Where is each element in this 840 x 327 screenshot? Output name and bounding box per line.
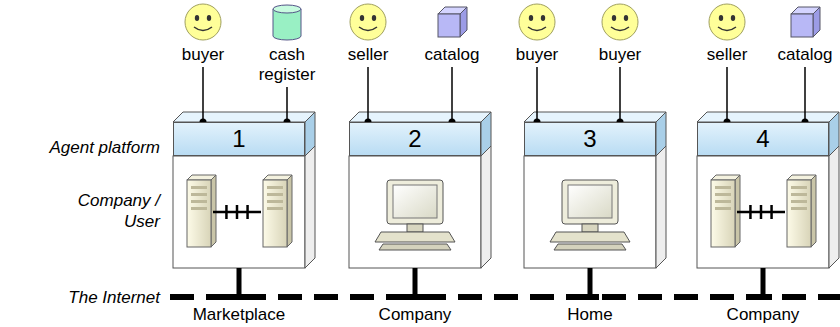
row-label: Agent platform xyxy=(20,137,160,158)
agent-label: buyer xyxy=(588,45,652,65)
server-tower xyxy=(787,175,816,247)
company-box xyxy=(349,156,481,268)
catalog-cube: catalog xyxy=(419,2,485,65)
catalog-cube: catalog xyxy=(773,2,837,65)
company-box-side xyxy=(656,146,666,268)
platform-number: 1 xyxy=(232,125,245,153)
agent-connector xyxy=(724,67,731,126)
agent-icon xyxy=(707,2,747,42)
location-label: Company xyxy=(698,304,828,325)
cash-register-cylinder: cash register xyxy=(249,2,325,85)
agent-label: seller xyxy=(695,45,759,65)
company-box-side xyxy=(481,146,491,268)
company-box-side xyxy=(829,146,839,268)
location-label: Home xyxy=(525,304,655,325)
platform-box-art xyxy=(524,112,666,300)
agent-smiley: buyer xyxy=(505,2,569,65)
agent-label: cash register xyxy=(249,45,325,85)
lan-tick xyxy=(236,205,239,219)
platform-box-art xyxy=(173,112,315,300)
platform-box-art xyxy=(349,112,491,300)
agent-smiley: buyer xyxy=(588,2,652,65)
company-box xyxy=(173,156,305,268)
internet-dashed-line xyxy=(170,294,840,300)
agent-platform: 1 xyxy=(173,122,305,156)
row-label: The Internet xyxy=(20,287,160,308)
company-box xyxy=(697,156,829,268)
network-stem xyxy=(237,268,242,297)
lan-tick xyxy=(760,205,763,219)
agent-connector xyxy=(365,67,372,126)
agent-icon xyxy=(600,2,640,42)
agent-connector xyxy=(200,67,207,126)
network-stem xyxy=(761,268,766,297)
server-tower xyxy=(263,175,292,247)
agent-label: seller xyxy=(336,45,400,65)
location-label: Marketplace xyxy=(174,304,304,325)
desktop-computer xyxy=(375,180,455,250)
internet-line xyxy=(170,297,840,298)
network-stem xyxy=(413,268,418,297)
platform-number: 4 xyxy=(756,125,769,153)
agent-icon xyxy=(432,2,472,42)
agent-connector xyxy=(449,67,456,126)
agent-platform: 4 xyxy=(697,122,829,156)
agent-label: buyer xyxy=(505,45,569,65)
agent-label: catalog xyxy=(773,45,837,65)
agent-connector xyxy=(802,67,809,126)
company-box-side xyxy=(305,146,315,268)
agent-label: buyer xyxy=(171,45,235,65)
agent-platform: 2 xyxy=(349,122,481,156)
agent-icon xyxy=(785,2,825,42)
platform-top-face xyxy=(173,112,315,122)
platform-top-face xyxy=(697,112,839,122)
agent-connector xyxy=(284,87,291,126)
server-tower xyxy=(711,175,740,247)
agent-label: catalog xyxy=(419,45,485,65)
agent-connector xyxy=(617,67,624,126)
agent-connector xyxy=(534,67,541,126)
network-stem xyxy=(588,268,593,297)
lan-tick xyxy=(225,205,228,219)
agent-smiley: seller xyxy=(695,2,759,65)
platform-top-face xyxy=(524,112,666,122)
lan-tick xyxy=(749,205,752,219)
server-tower xyxy=(187,175,216,247)
location-label: Company xyxy=(350,304,480,325)
desktop-computer xyxy=(550,180,630,250)
agent-icon xyxy=(348,2,388,42)
row-label: Company / User xyxy=(68,190,160,232)
agent-smiley: seller xyxy=(336,2,400,65)
platform-box-art xyxy=(697,112,839,300)
agent-icon xyxy=(267,2,307,42)
agent-icon xyxy=(183,2,223,42)
agent-icon xyxy=(517,2,557,42)
platform-number: 3 xyxy=(583,125,596,153)
lan-tick xyxy=(770,205,773,219)
company-box xyxy=(524,156,656,268)
agent-smiley: buyer xyxy=(171,2,235,65)
platform-number: 2 xyxy=(408,125,421,153)
lan-tick xyxy=(246,205,249,219)
agent-platform: 3 xyxy=(524,122,656,156)
